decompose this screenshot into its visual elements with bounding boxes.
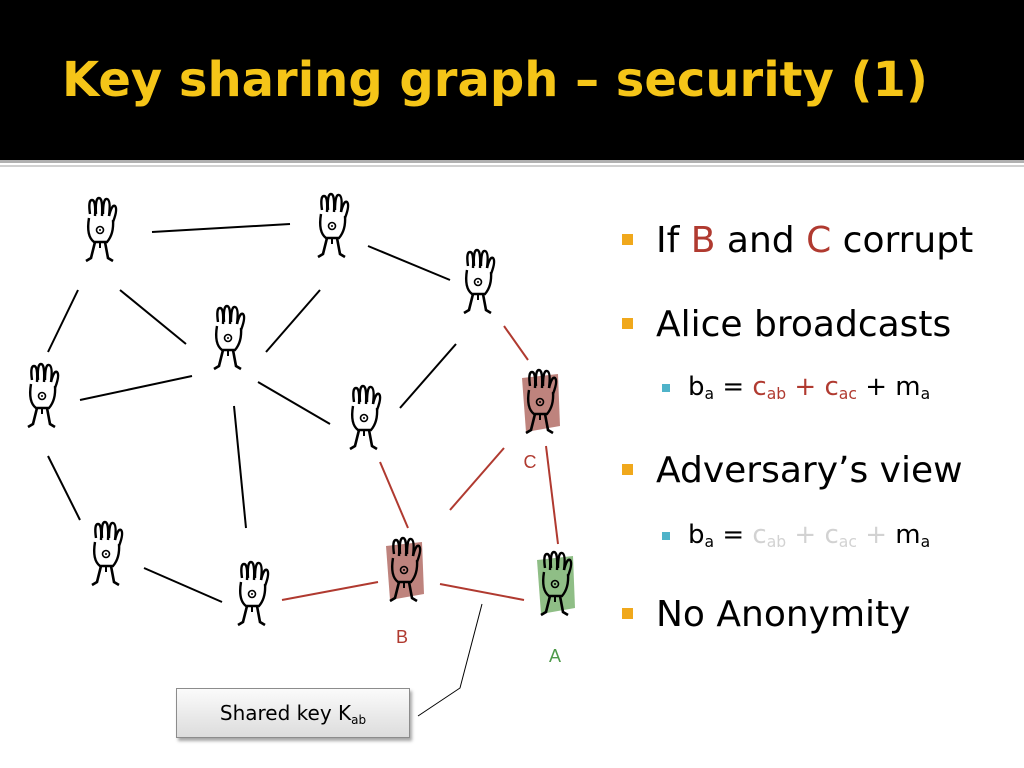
edge-C-A <box>545 445 559 545</box>
shared-key-callout: Shared key Kab <box>176 688 410 738</box>
node-A <box>535 550 577 617</box>
edge-n1-n4 <box>119 289 187 345</box>
edge-n5-n4 <box>79 375 193 401</box>
node-C <box>520 368 562 435</box>
edge-n4-n8 <box>233 405 247 529</box>
label-B: B <box>396 627 408 647</box>
title-divider-light <box>0 165 1024 167</box>
title-bar <box>0 0 1024 160</box>
key-sharing-graph: C B A <box>22 192 577 717</box>
shared-key-label: Shared key Kab <box>177 701 409 727</box>
honest-edges <box>47 223 457 603</box>
node-n5 <box>22 362 64 429</box>
edge-n4-n6 <box>257 381 331 425</box>
slide-title: Key sharing graph – security (1) <box>62 52 928 108</box>
formula: ba = cab + cac + ma <box>688 520 931 551</box>
node-n8 <box>232 560 274 627</box>
shared-key-subscript: ab <box>351 713 367 727</box>
edge-n6-B <box>379 461 409 529</box>
node-n2 <box>312 192 354 259</box>
node-B <box>384 536 426 603</box>
bullet-marker <box>622 608 633 619</box>
label-C: C <box>524 452 537 472</box>
bullet-text: Alice broadcasts <box>656 304 952 345</box>
title-divider <box>0 160 1024 163</box>
edge-n2-n3 <box>367 245 451 281</box>
label-A: A <box>549 646 561 666</box>
edge-n5-n7 <box>47 455 81 521</box>
shared-key-text: Shared key K <box>219 701 352 725</box>
bullet-marker <box>622 234 633 245</box>
formula: ba = cab + cac + ma <box>688 372 931 403</box>
bullet-text: No Anonymity <box>656 594 911 635</box>
edge-n8-B <box>281 581 379 601</box>
node-n7 <box>86 520 128 587</box>
edge-n2-n4 <box>265 289 321 353</box>
sub-bullet-marker <box>662 532 670 540</box>
bullet-text: If B and C corrupt <box>656 220 974 261</box>
edge-B-A <box>439 583 525 601</box>
node-n6 <box>344 384 386 451</box>
node-n3 <box>458 248 500 315</box>
node-n1 <box>80 196 122 263</box>
edge-C-B <box>449 447 505 511</box>
edge-n3-C <box>503 325 529 361</box>
edge-n3-n6 <box>399 343 457 409</box>
edge-n1-n5 <box>47 289 79 353</box>
bullet-marker <box>622 464 633 475</box>
corrupt-edges <box>281 325 559 601</box>
node-n4 <box>208 304 250 371</box>
sub-bullet-marker <box>662 384 670 392</box>
bullet-text: Adversary’s view <box>656 450 963 491</box>
key-callout-line <box>417 603 483 717</box>
edge-n7-n8 <box>143 567 223 603</box>
bullet-marker <box>622 318 633 329</box>
edge-n1-n2 <box>151 223 291 233</box>
